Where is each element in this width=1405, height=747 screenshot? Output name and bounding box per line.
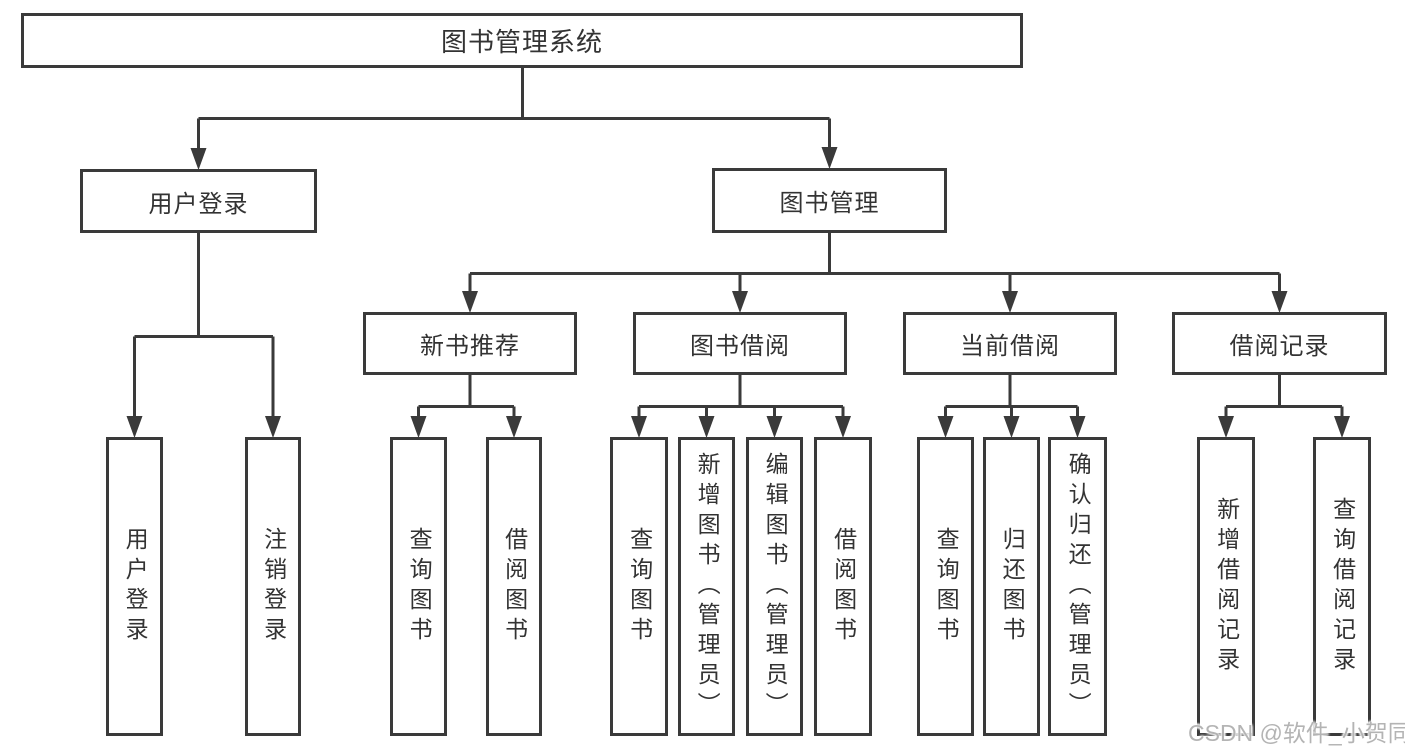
node-label: 查询图书 (626, 526, 653, 647)
node-root: 图书管理系统 (21, 13, 1023, 68)
leaf-edit-book-admin: 编辑图书（管理员） (746, 437, 803, 736)
node-label: 新书推荐 (420, 333, 520, 360)
node-label: 用户登录 (148, 190, 249, 218)
node-label: 注销登录 (260, 526, 287, 647)
leaf-add-book-admin: 新增图书（管理员） (678, 437, 735, 736)
leaf-user-login: 用户登录 (106, 437, 163, 736)
leaf-query-books-recommend: 查询图书 (390, 437, 447, 736)
node-label: 图书借阅 (690, 333, 790, 360)
node-book-borrow: 图书借阅 (633, 312, 847, 375)
node-label: 新增图书（管理员） (694, 451, 721, 722)
leaf-query-books-borrow: 查询图书 (610, 437, 668, 736)
node-book-management: 图书管理 (712, 168, 947, 233)
node-label: 查询借阅记录 (1329, 496, 1356, 677)
node-label: 借阅图书 (830, 526, 857, 647)
node-user-login: 用户登录 (80, 169, 317, 233)
node-label: 图书管理系统 (440, 27, 603, 57)
csdn-watermark: CSDN @软件_小贺同学 (1188, 720, 1405, 746)
leaf-return-book: 归还图书 (983, 437, 1040, 736)
node-label: 新增借阅记录 (1213, 496, 1240, 677)
node-borrow-records: 借阅记录 (1172, 312, 1387, 375)
leaf-confirm-return-admin: 确认归还（管理员） (1048, 437, 1107, 736)
leaf-borrow-books-recommend: 借阅图书 (486, 437, 542, 736)
leaf-query-borrow-record: 查询借阅记录 (1313, 437, 1371, 736)
node-label: 用户登录 (122, 526, 149, 647)
node-label: 确认归还（管理员） (1065, 451, 1092, 722)
leaf-borrow-books: 借阅图书 (814, 437, 872, 736)
node-current-borrow: 当前借阅 (903, 312, 1117, 375)
node-label: 借阅记录 (1229, 333, 1330, 360)
node-label: 图书管理 (779, 190, 880, 217)
node-label: 当前借阅 (960, 333, 1060, 360)
leaf-logout: 注销登录 (245, 437, 301, 736)
node-label: 借阅图书 (501, 526, 528, 647)
node-label: 归还图书 (999, 526, 1026, 647)
leaf-query-books-current: 查询图书 (917, 437, 974, 736)
node-label: 查询图书 (406, 526, 433, 647)
leaf-add-borrow-record: 新增借阅记录 (1197, 437, 1255, 736)
node-new-book-recommend: 新书推荐 (363, 312, 577, 375)
node-label: 编辑图书（管理员） (762, 451, 789, 722)
node-label: 查询图书 (933, 526, 960, 647)
